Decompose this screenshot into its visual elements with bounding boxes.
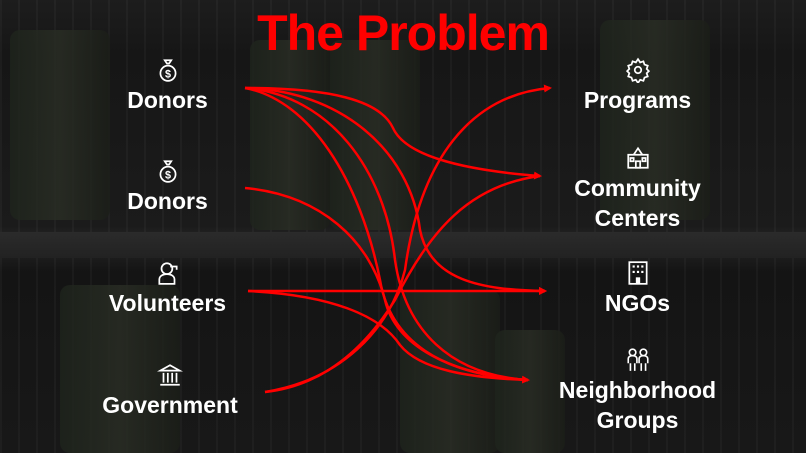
gear-icon bbox=[625, 57, 650, 83]
target-label-line2: Groups bbox=[596, 407, 679, 433]
office-building-icon bbox=[627, 261, 648, 285]
source-label: Volunteers bbox=[108, 290, 227, 316]
svg-text:$: $ bbox=[164, 170, 170, 182]
target-ngos: NGOs bbox=[575, 260, 700, 318]
source-label: Donors bbox=[127, 87, 208, 113]
target-label-line2: Centers bbox=[594, 205, 681, 231]
target-label-line1: Community bbox=[574, 175, 701, 201]
background-can bbox=[600, 20, 710, 220]
source-donors-2: $ Donors bbox=[95, 158, 240, 216]
svg-text:$: $ bbox=[164, 69, 170, 81]
government-building-icon bbox=[157, 364, 183, 386]
money-bag-icon: $ bbox=[159, 59, 176, 82]
arrow-donors1-neighborhood-a bbox=[244, 86, 530, 384]
background-can bbox=[60, 285, 180, 453]
target-programs: Programs bbox=[560, 57, 715, 115]
slide-title: The Problem bbox=[257, 5, 550, 61]
arrow-donors1-neighborhood-b bbox=[244, 86, 529, 382]
arrow-government-programs bbox=[264, 84, 552, 394]
school-building-icon bbox=[626, 146, 649, 169]
background-shelf bbox=[0, 232, 806, 258]
target-neighborhood-groups: Neighborhood Groups bbox=[540, 347, 735, 435]
target-label: Programs bbox=[583, 87, 692, 113]
source-label: Government bbox=[102, 392, 238, 418]
target-label: NGOs bbox=[604, 290, 671, 316]
target-label-line1: Neighborhood bbox=[558, 377, 717, 403]
background-can bbox=[330, 40, 420, 230]
source-government: Government bbox=[80, 362, 260, 420]
arrow-donors1-community-centers bbox=[244, 86, 542, 180]
arrow-donors1-ngos bbox=[244, 86, 547, 295]
target-community-centers: Community Centers bbox=[555, 145, 720, 233]
arrow-government-community-centers bbox=[264, 174, 541, 394]
arrow-volunteers-neighborhood bbox=[247, 289, 529, 382]
source-donors-1: $ Donors bbox=[95, 57, 240, 115]
source-volunteers: Volunteers bbox=[85, 260, 250, 318]
background-can bbox=[10, 30, 110, 220]
money-bag-icon: $ bbox=[159, 160, 176, 183]
people-group-icon bbox=[626, 348, 649, 371]
arrow-donors2-ngos bbox=[244, 186, 529, 382]
source-label: Donors bbox=[127, 188, 208, 214]
volunteer-icon bbox=[157, 262, 178, 285]
background-can bbox=[495, 330, 565, 453]
